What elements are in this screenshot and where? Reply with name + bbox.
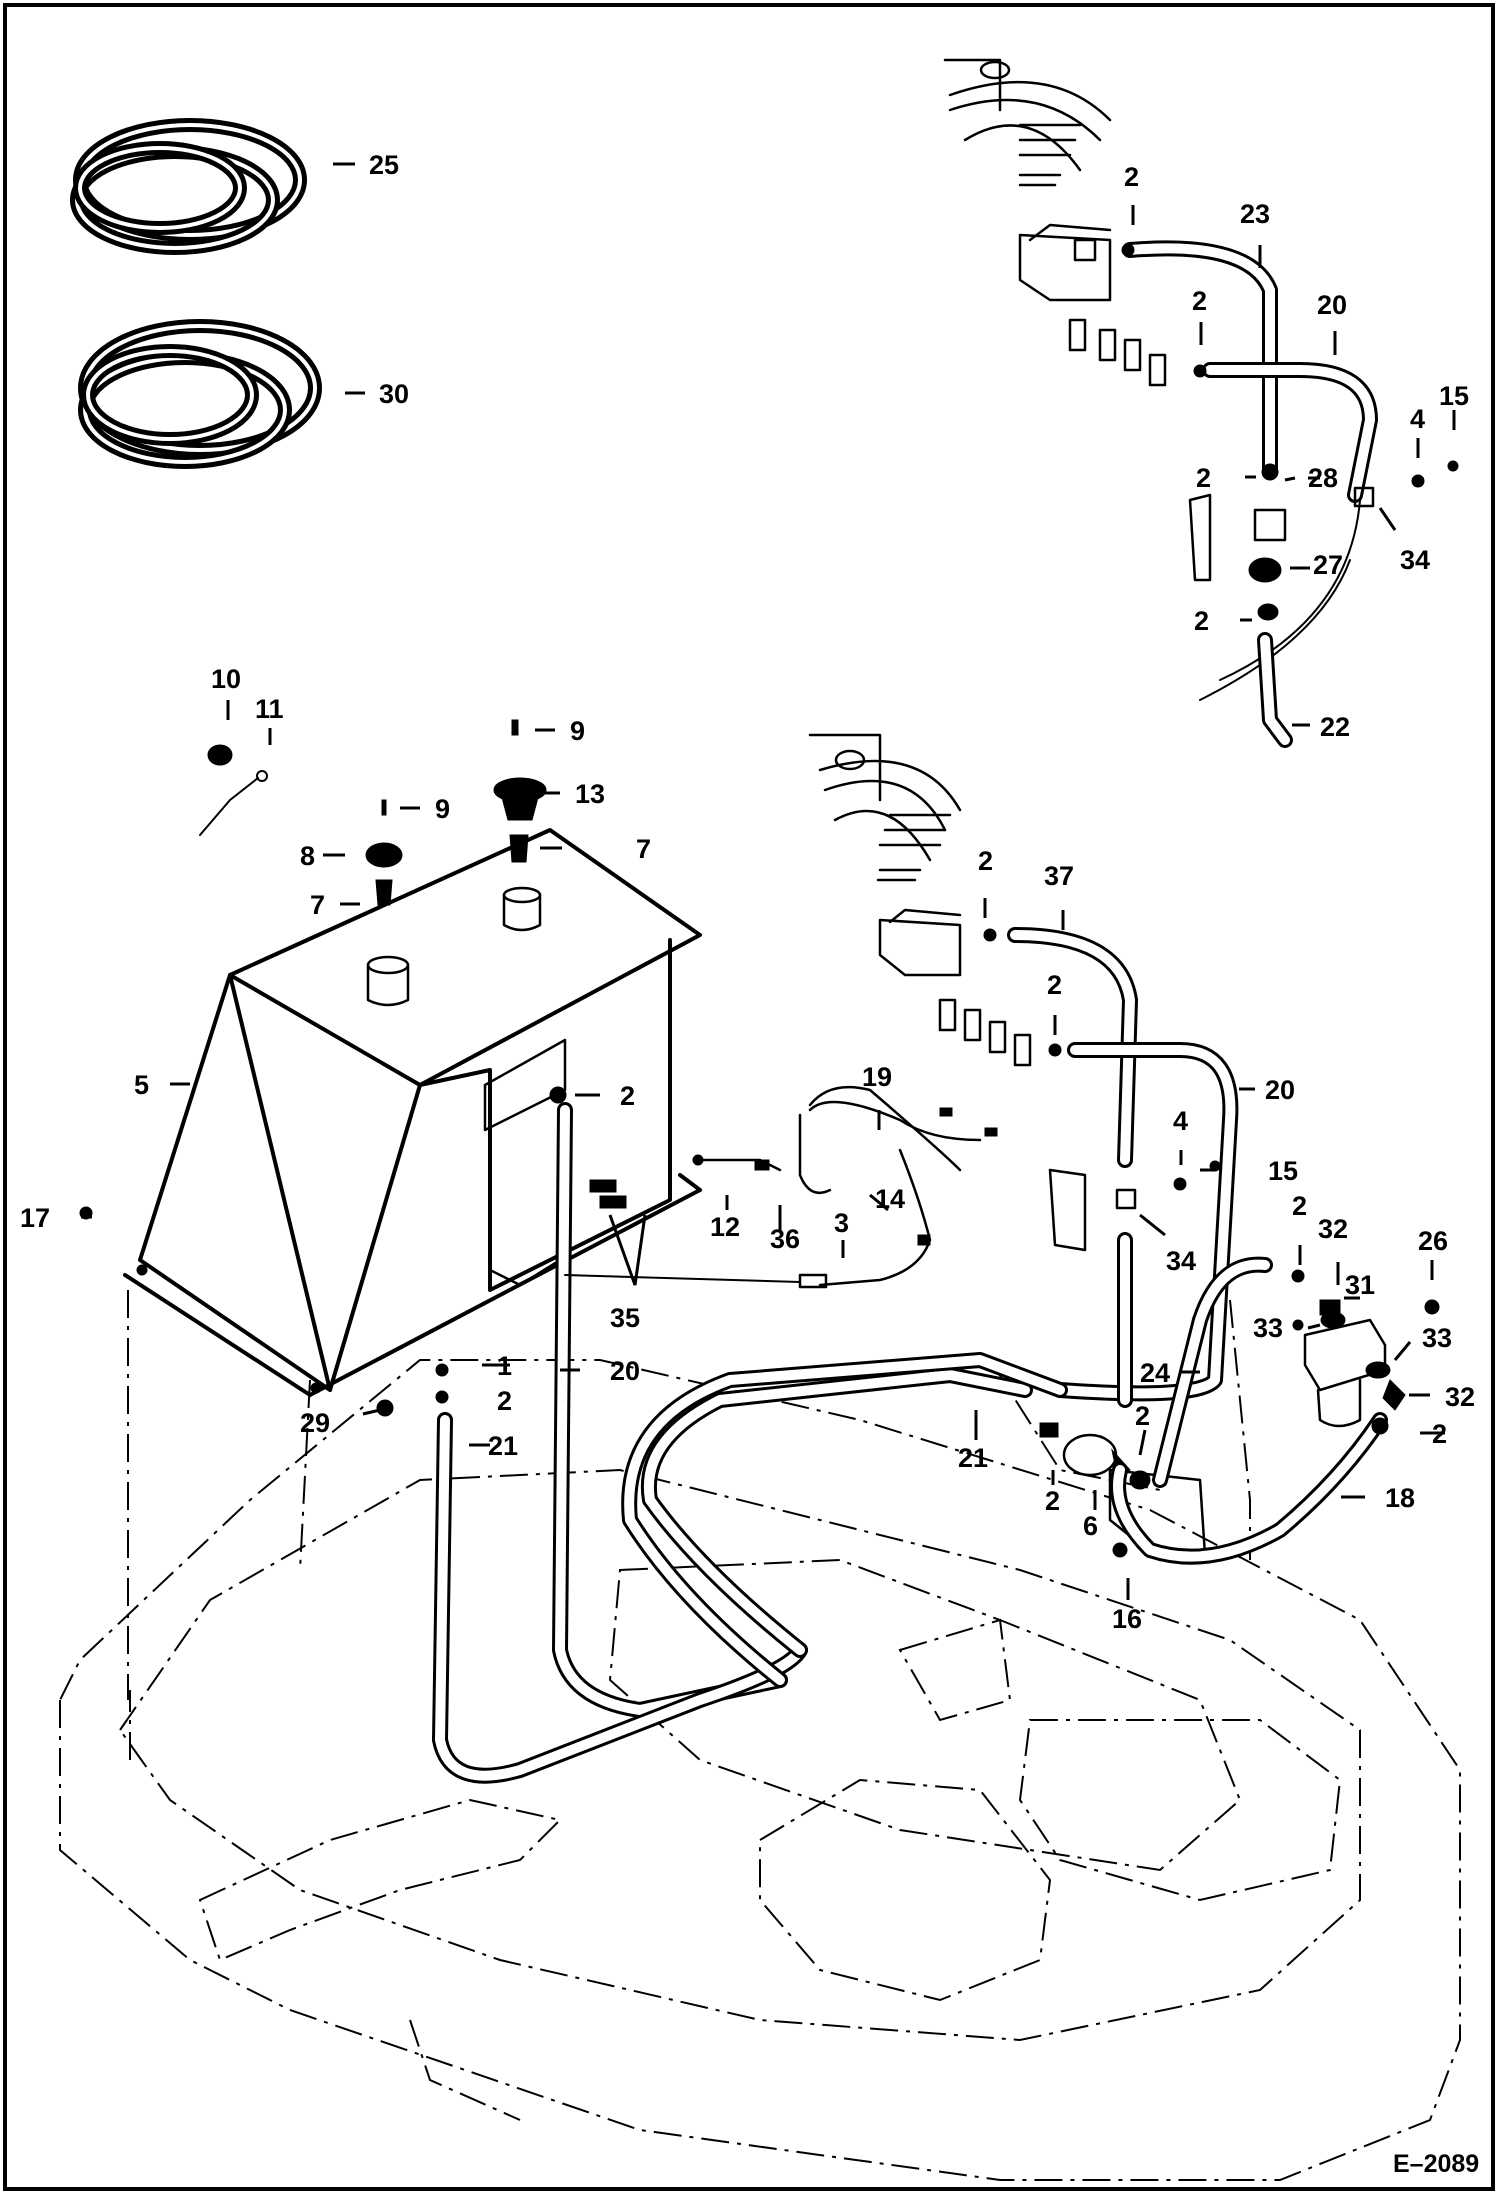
callout-3: 3 (834, 1208, 849, 1238)
callout-28: 28 (1308, 463, 1338, 493)
callout-11: 11 (255, 694, 284, 724)
wire-harness (564, 1085, 998, 1289)
callout-35: 35 (610, 1303, 640, 1333)
callout-2: 2 (1196, 463, 1211, 493)
callout-8: 8 (300, 841, 315, 871)
callout-6: 6 (1083, 1511, 1098, 1541)
callout-2: 2 (1135, 1401, 1150, 1431)
callout-31: 31 (1345, 1270, 1375, 1300)
engine-detail-middle (808, 733, 1239, 1408)
callout-24: 24 (1140, 1358, 1170, 1388)
callout-14: 14 (875, 1184, 905, 1214)
callout-34: 34 (1400, 545, 1430, 575)
callout-13: 13 (575, 779, 605, 809)
callout-2: 2 (1194, 606, 1209, 636)
callout-2: 2 (978, 846, 993, 876)
callout-19: 19 (862, 1062, 892, 1092)
callout-27: 27 (1313, 550, 1343, 580)
callout-numbers: 25 30 2 23 2 20 15 4 2 28 34 27 2 22 10 … (20, 150, 1475, 1634)
callout-36: 36 (770, 1224, 800, 1254)
callout-10: 10 (211, 664, 241, 694)
callout-2: 2 (620, 1081, 635, 1111)
callout-2: 2 (497, 1386, 512, 1416)
callout-15: 15 (1268, 1156, 1298, 1186)
callout-16: 16 (1112, 1604, 1142, 1634)
callout-32: 32 (1318, 1214, 1348, 1244)
callout-2: 2 (1124, 162, 1139, 192)
callout-29: 29 (300, 1408, 330, 1438)
coiled-hose-30 (78, 319, 322, 469)
callout-2: 2 (1292, 1191, 1307, 1221)
callout-18: 18 (1385, 1483, 1415, 1513)
callout-1: 1 (497, 1351, 512, 1381)
callout-17: 17 (20, 1203, 50, 1233)
callout-4: 4 (1173, 1106, 1188, 1136)
callout-2: 2 (1045, 1486, 1060, 1516)
fuel-tank (79, 719, 702, 1417)
fuel-pump-filter (1039, 1256, 1440, 1565)
callout-9: 9 (570, 716, 585, 746)
callout-33: 33 (1422, 1323, 1452, 1353)
callout-20: 20 (1265, 1075, 1295, 1105)
callout-34: 34 (1166, 1246, 1196, 1276)
callout-23: 23 (1240, 199, 1270, 229)
callout-25: 25 (369, 150, 399, 180)
engine-detail-top (943, 58, 1459, 748)
callout-32: 32 (1445, 1382, 1475, 1412)
callout-4: 4 (1410, 404, 1425, 434)
callout-9: 9 (435, 794, 450, 824)
coiled-hose-25 (70, 118, 307, 255)
drawing-number: E–2089 (1393, 2150, 1479, 2178)
callout-33: 33 (1253, 1313, 1283, 1343)
callout-leaders (81, 162, 1456, 1600)
callout-21: 21 (488, 1431, 518, 1461)
callout-37: 37 (1044, 861, 1074, 891)
machine-frame-outline (59, 1290, 1461, 2181)
callout-7: 7 (636, 834, 651, 864)
callout-7: 7 (310, 890, 325, 920)
tank-hoses (432, 1086, 1068, 1784)
callout-26: 26 (1418, 1226, 1448, 1256)
drawing-border (3, 3, 1495, 2191)
callout-5: 5 (134, 1070, 149, 1100)
callout-12: 12 (710, 1212, 740, 1242)
callout-30: 30 (379, 379, 409, 409)
callout-2: 2 (1192, 286, 1207, 316)
callout-2: 2 (1047, 970, 1062, 1000)
callout-21: 21 (958, 1443, 988, 1473)
callout-20: 20 (610, 1356, 640, 1386)
callout-2: 2 (1432, 1419, 1447, 1449)
callout-15: 15 (1439, 381, 1469, 411)
callout-22: 22 (1320, 712, 1350, 742)
callout-20: 20 (1317, 290, 1347, 320)
